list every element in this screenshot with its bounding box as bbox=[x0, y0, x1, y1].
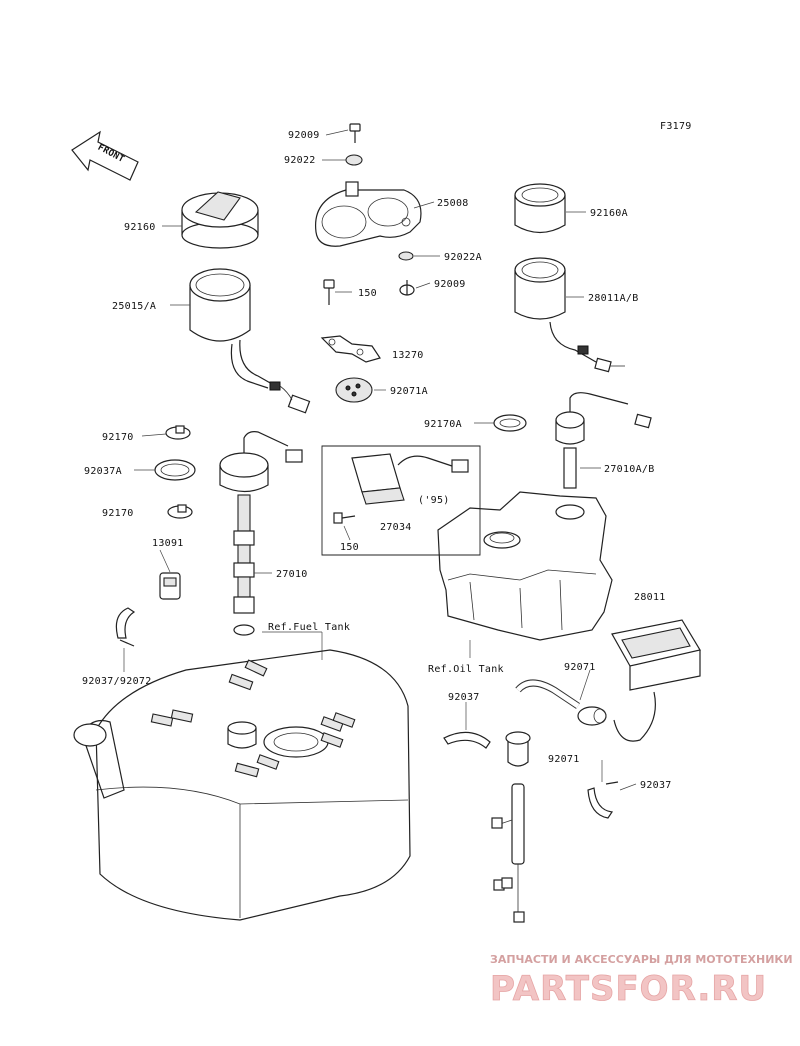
tie-downs bbox=[150, 659, 356, 778]
label-150-low: 150 bbox=[340, 542, 359, 553]
label-150-top: 150 bbox=[358, 288, 377, 299]
speedometer-25015A bbox=[189, 268, 311, 414]
watermark-logo: PARTSFOR.RU bbox=[490, 969, 767, 1009]
label-92071-top: 92071 bbox=[564, 662, 596, 673]
band-92037-mid bbox=[443, 731, 491, 749]
oil-sender-lower bbox=[491, 731, 531, 923]
label-92170-low: 92170 bbox=[102, 508, 134, 519]
label-92022: 92022 bbox=[284, 155, 316, 166]
label-27010AB: 27010A/B bbox=[604, 464, 655, 475]
label-28011AB: 28011A/B bbox=[588, 293, 639, 304]
label-92170-top: 92170 bbox=[102, 432, 134, 443]
rubber-13091 bbox=[159, 572, 181, 600]
label-27034: 27034 bbox=[380, 522, 412, 533]
label-92009-top: 92009 bbox=[288, 130, 320, 141]
screw-92009-mid bbox=[399, 280, 415, 296]
label-28011: 28011 bbox=[634, 592, 666, 603]
label-92022A: 92022A bbox=[444, 252, 482, 263]
label-92160: 92160 bbox=[124, 222, 156, 233]
clamp-92170A bbox=[493, 414, 527, 432]
inset-27034 bbox=[321, 445, 481, 556]
meter-cover-92160 bbox=[181, 191, 259, 249]
filler-neck bbox=[73, 719, 125, 799]
meter-cover-92160A bbox=[514, 183, 566, 234]
clamp-92170-top bbox=[165, 425, 191, 440]
label-25015A: 25015/A bbox=[112, 301, 156, 312]
leader-lines bbox=[123, 129, 637, 791]
part-labels: 92009 92022 25008 92160 92160A 92022A 15… bbox=[82, 130, 672, 791]
washer-92022A bbox=[398, 251, 414, 261]
fuel-sender-27010AB bbox=[555, 392, 652, 489]
label-92160A: 92160A bbox=[590, 208, 628, 219]
label-92071-low: 92071 bbox=[548, 754, 580, 765]
label-25008: 25008 bbox=[437, 198, 469, 209]
bolt-150-top bbox=[323, 279, 335, 305]
label-92071A: 92071A bbox=[390, 386, 428, 397]
bracket-13270 bbox=[320, 335, 381, 363]
watermark: ЗАПЧАСТИ И АКСЕССУАРЫ ДЛЯ МОТОТЕХНИКИ PA… bbox=[490, 953, 793, 1009]
bolt-92009-top bbox=[349, 123, 361, 143]
grommet-92071A bbox=[335, 377, 373, 403]
clamp-92037A bbox=[154, 459, 196, 481]
label-ref-oil-tank: Ref.Oil Tank bbox=[428, 664, 504, 675]
fuel-tank bbox=[73, 649, 411, 921]
washer-92022 bbox=[345, 154, 363, 166]
gauge-28011 bbox=[611, 619, 701, 742]
oil-tank bbox=[437, 491, 613, 641]
label-92037A: 92037A bbox=[84, 466, 122, 477]
meter-bracket-25008 bbox=[314, 181, 422, 247]
figure-code: F3179 bbox=[660, 121, 692, 132]
label-27010: 27010 bbox=[276, 569, 308, 580]
label-95: ('95) bbox=[418, 495, 450, 506]
fuel-sender-27010 bbox=[219, 431, 303, 636]
fuel-cap bbox=[263, 726, 329, 758]
label-92037-mid: 92037 bbox=[448, 692, 480, 703]
band-92037-right bbox=[587, 781, 619, 819]
band-92037-92072 bbox=[115, 607, 136, 647]
label-92170A: 92170A bbox=[424, 419, 462, 430]
clamp-92170-low bbox=[167, 504, 193, 519]
watermark-tagline: ЗАПЧАСТИ И АКСЕССУАРЫ ДЛЯ МОТОТЕХНИКИ bbox=[490, 953, 793, 966]
label-13091: 13091 bbox=[152, 538, 184, 549]
label-92037-92072: 92037/92072 bbox=[82, 676, 152, 687]
label-ref-fuel-tank: Ref.Fuel Tank bbox=[268, 622, 350, 633]
bolt-150-inset bbox=[333, 512, 356, 524]
meter-28011AB bbox=[514, 257, 625, 373]
label-92009-mid: 92009 bbox=[434, 279, 466, 290]
label-92037-right: 92037 bbox=[640, 780, 672, 791]
sender-opening bbox=[227, 721, 257, 749]
hose-92071 bbox=[515, 679, 607, 726]
front-arrow-icon: FRONT bbox=[71, 130, 139, 181]
label-13270: 13270 bbox=[392, 350, 424, 361]
